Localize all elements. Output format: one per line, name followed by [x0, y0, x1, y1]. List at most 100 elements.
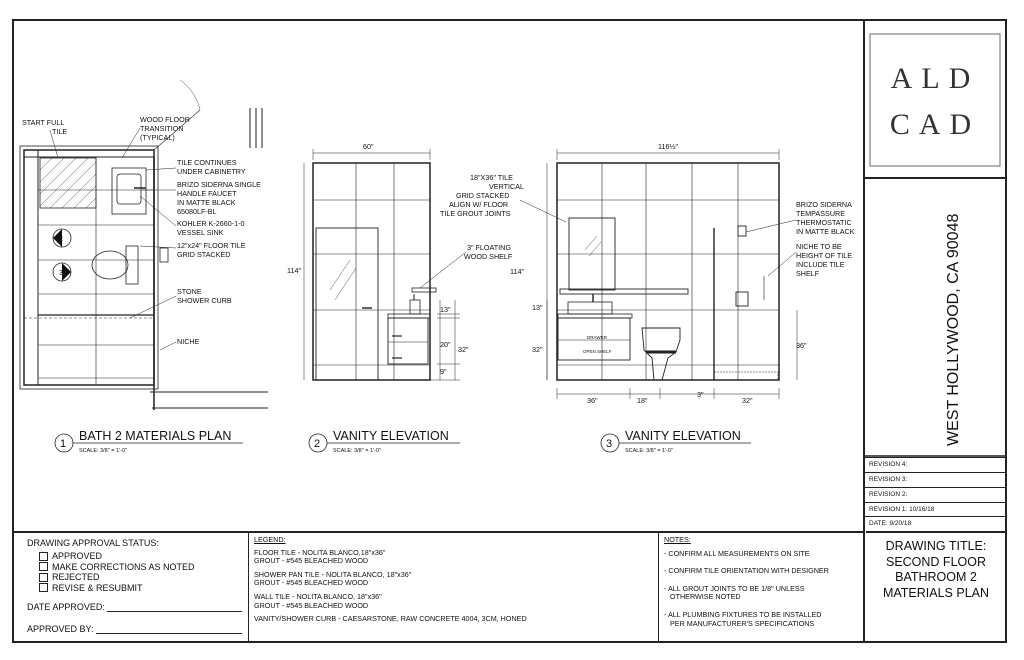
- bottom-strip: [13, 531, 863, 643]
- svg-text:VESSEL SINK: VESSEL SINK: [177, 228, 224, 237]
- drawing-title-line-1: SECOND FLOOR: [885, 554, 986, 569]
- view-title-vanity-2: VANITY ELEVATION: [333, 429, 449, 443]
- rejected-checkbox[interactable]: [39, 572, 48, 582]
- svg-text:SCALE: 3/8" = 1'-0": SCALE: 3/8" = 1'-0": [625, 448, 673, 454]
- elev2-labels: 60" 114" 13" 20" 32" 9" 3" FLOATING WOOD…: [287, 142, 524, 376]
- approved-by-label: APPROVED BY:: [27, 624, 94, 634]
- drawing-date: DATE: 9/20/18: [865, 516, 1007, 530]
- note-wood-floor: WOOD FLOOR: [140, 115, 190, 124]
- svg-text:ALIGN W/ FLOOR: ALIGN W/ FLOOR: [449, 200, 508, 209]
- notes-section: NOTES: - CONFIRM ALL MEASUREMENTS ON SIT…: [664, 535, 860, 628]
- open-shelf-label: OPEN SHELF: [583, 349, 612, 354]
- notes-heading: NOTES:: [664, 535, 691, 544]
- plan-tag-labels: 2 3: [59, 236, 63, 277]
- view-title-3: 3 VANITY ELEVATION SCALE: 3/8" = 1'-0": [600, 429, 751, 454]
- approval-heading: DRAWING APPROVAL STATUS:: [27, 538, 159, 548]
- dim-20: 20": [440, 340, 451, 349]
- legend-curb: VANITY/SHOWER CURB - CAESARSTONE, RAW CO…: [254, 614, 527, 624]
- elev3-labels: 116½" 114" 13" 32" 36" 36" 18" 3" 32" BR…: [510, 142, 855, 405]
- drawer-label: DRAWER: [587, 335, 608, 340]
- note-curb: STONE: [177, 287, 202, 296]
- drawing-title-line-2: BATHROOM 2: [895, 570, 977, 584]
- svg-text:VERTICAL: VERTICAL: [489, 182, 524, 191]
- drawing-title-block: DRAWING TITLE: SECOND FLOOR BATHROOM 2 M…: [866, 531, 1006, 642]
- revision-4: REVISION 4:: [865, 457, 1007, 471]
- revision-1: REVISION 1: 10/16/18: [865, 502, 1007, 516]
- dim-116: 116½": [658, 142, 678, 151]
- revision-2: REVISION 2:: [865, 487, 1007, 501]
- legend-heading: LEGEND:: [254, 535, 286, 544]
- date-approved-field[interactable]: [106, 602, 242, 612]
- svg-text:3: 3: [606, 438, 612, 450]
- svg-text:GRID STACKED: GRID STACKED: [177, 250, 230, 259]
- view-title-1: 1 BATH 2 MATERIALS PLAN SCALE: 3/8" = 1'…: [54, 429, 243, 454]
- dim-32-left: 32": [458, 345, 469, 354]
- approved-by-field[interactable]: [95, 624, 242, 634]
- project-location: WEST HOLLYWOOD, CA 90048: [945, 214, 962, 446]
- svg-text:TEMPASSURE: TEMPASSURE: [796, 209, 845, 218]
- approval-section: DRAWING APPROVAL STATUS: APPROVED MAKE C…: [27, 538, 242, 634]
- dim-13-right: 13": [532, 303, 543, 312]
- svg-text:UNDER CABINETRY: UNDER CABINETRY: [177, 167, 246, 176]
- note-niche-height: NICHE TO BE: [796, 242, 842, 251]
- approved-checkbox[interactable]: [39, 551, 48, 561]
- vanity-labels: DRAWER OPEN SHELF: [583, 335, 612, 354]
- note-floor-tile: 12"x24" FLOOR TILE: [177, 241, 246, 250]
- svg-text:HEIGHT OF TILE: HEIGHT OF TILE: [796, 251, 852, 260]
- note-niche: NICHE: [177, 337, 200, 346]
- view-title-2: 2 VANITY ELEVATION SCALE: 3/8" = 1'-0": [308, 429, 460, 454]
- svg-text:TILE GROUT JOINTS: TILE GROUT JOINTS: [440, 209, 511, 218]
- legend-section: LEGEND: FLOOR TILE - NOLITA BLANCO,18"x3…: [254, 535, 654, 624]
- note-confirm-measurements: - CONFIRM ALL MEASUREMENTS ON SITE: [664, 548, 810, 558]
- dim-bottom-32: 32": [742, 396, 753, 405]
- view-title-bath-plan: BATH 2 MATERIALS PLAN: [79, 429, 231, 443]
- dim-bottom-36: 36": [587, 396, 598, 405]
- note-faucet: BRIZO SIDERNA SINGLE: [177, 180, 261, 189]
- legend-shower-pan: SHOWER PAN TILE - NOLITA BLANCO, 18"x36": [254, 569, 412, 579]
- svg-text:HANDLE FAUCET: HANDLE FAUCET: [177, 189, 237, 198]
- dim-13-left: 13": [440, 305, 451, 314]
- drawing-title-label: DRAWING TITLE:: [885, 539, 987, 553]
- view-title-vanity-3: VANITY ELEVATION: [625, 429, 741, 443]
- vanity-elevation-3: [546, 149, 798, 399]
- note-start-full-tile: START FULL: [22, 118, 64, 127]
- note-grout-joints: - ALL GROUT JOINTS TO BE 1/8" UNLESS: [664, 583, 805, 593]
- dim-114-left: 114": [287, 266, 301, 275]
- ald-cad-logo: ALD CAD: [889, 62, 981, 141]
- svg-text:IN MATTE BLACK: IN MATTE BLACK: [177, 198, 236, 207]
- svg-text:65080LF-BL: 65080LF-BL: [177, 207, 217, 216]
- svg-text:WOOD SHELF: WOOD SHELF: [464, 252, 513, 261]
- drawing-title-line-3: MATERIALS PLAN: [882, 585, 990, 600]
- dim-60: 60": [363, 142, 374, 151]
- drawing-sheet-border: [12, 19, 1007, 643]
- revision-3: REVISION 3:: [865, 472, 1007, 486]
- dim-bottom-18: 18": [637, 396, 648, 405]
- svg-text:INCLUDE TILE: INCLUDE TILE: [796, 260, 845, 269]
- corrections-checkbox[interactable]: [39, 562, 48, 572]
- svg-text:(TYPICAL): (TYPICAL): [140, 133, 175, 142]
- legend-wall-tile: WALL TILE - NOLITA BLANCO, 18"x36": [254, 591, 382, 601]
- dim-9: 9": [440, 367, 447, 376]
- svg-text:SCALE: 3/8" = 1'-0": SCALE: 3/8" = 1'-0": [79, 448, 127, 454]
- tile-tag-3: 3: [59, 270, 63, 277]
- svg-text:2: 2: [314, 438, 320, 450]
- note-floating-shelf: 3" FLOATING: [467, 243, 511, 252]
- svg-text:SHOWER CURB: SHOWER CURB: [177, 296, 232, 305]
- svg-text:TRANSITION: TRANSITION: [140, 124, 184, 133]
- note-thermostatic: BRIZO SIDERNA: [796, 200, 852, 209]
- dim-bottom-3: 3": [697, 390, 704, 399]
- svg-text:THERMOSTATIC: THERMOSTATIC: [796, 218, 852, 227]
- plan-callouts: START FULL TILE WOOD FLOOR TRANSITION (T…: [22, 115, 261, 346]
- date-approved-label: DATE APPROVED:: [27, 602, 105, 612]
- note-sink: KOHLER K-2660-1-0: [177, 219, 245, 228]
- legend-floor-tile: FLOOR TILE - NOLITA BLANCO,18"x36": [254, 547, 386, 557]
- dim-32-right: 32": [532, 345, 543, 354]
- dim-114-right: 114": [510, 267, 524, 276]
- svg-text:SHELF: SHELF: [796, 269, 820, 278]
- revise-checkbox[interactable]: [39, 583, 48, 593]
- note-plumbing: - ALL PLUMBING FIXTURES TO BE INSTALLED: [664, 609, 822, 619]
- svg-text:IN MATTE BLACK: IN MATTE BLACK: [796, 227, 855, 236]
- svg-text:SCALE: 3/8" = 1'-0": SCALE: 3/8" = 1'-0": [333, 448, 381, 454]
- note-tile-continues: TILE CONTINUES: [177, 158, 237, 167]
